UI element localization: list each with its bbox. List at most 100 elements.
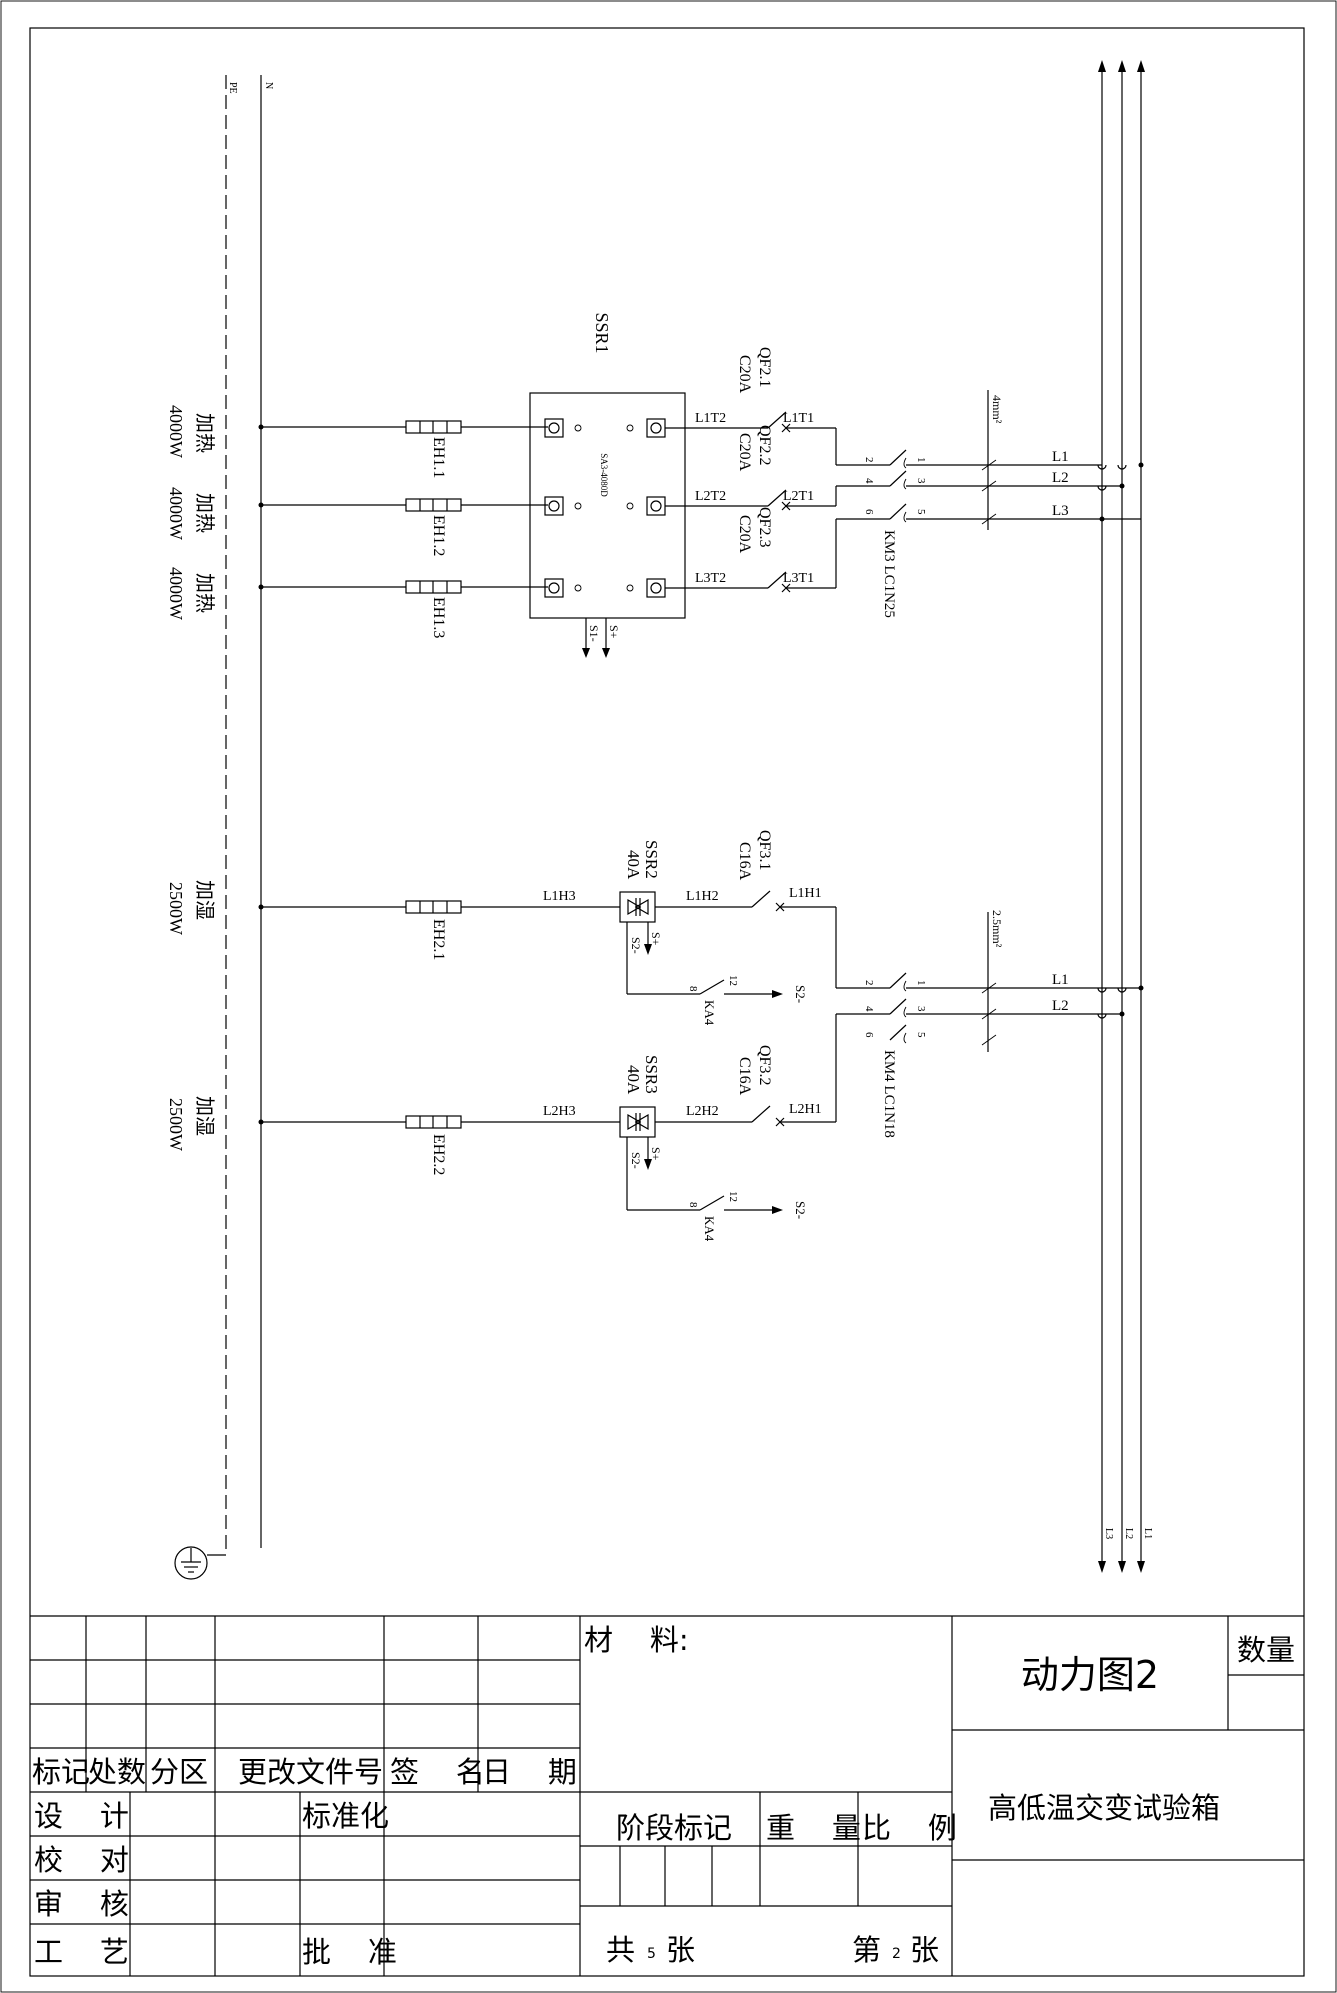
phase-label: L2 [1052, 998, 1069, 1014]
ssr-out-label: L1H2 [686, 889, 719, 904]
product-name: 高低温交变试验箱 [988, 1791, 1220, 1825]
heater-power-2: 4000W [166, 487, 186, 540]
ssr1-terminals [544, 418, 666, 598]
bus-l3-label: L3 [1103, 1528, 1114, 1539]
ssr-triac-icon [619, 891, 656, 1138]
approve-label: 批 准 [302, 1935, 397, 1969]
bus-bars [1098, 60, 1145, 1573]
role-design: 设 计 [34, 1799, 129, 1833]
km3-pin: 5 [915, 509, 927, 515]
km3-pin: 4 [863, 478, 875, 484]
heater-load-3: 加热 [193, 573, 216, 613]
drawing-name: 动力图2 [1021, 1653, 1159, 1697]
humidifier-load-2: 加湿 [193, 1096, 216, 1136]
breaker-rating: C20A [736, 355, 753, 394]
ground-icon [174, 1546, 208, 1580]
relay-pin: 12 [727, 1191, 739, 1202]
ssr-in-label: L1T1 [783, 411, 814, 426]
ssr-out-label: L3T2 [695, 571, 726, 586]
ssr1-minus: S1- [587, 625, 601, 642]
svg-text:共: 共 [606, 1933, 635, 1967]
breaker-label: QF2.2 [756, 425, 773, 465]
humidifier-load-1: 加湿 [193, 880, 216, 920]
line-wire-label: L2H1 [789, 1102, 822, 1117]
heater-power-3: 4000W [166, 567, 186, 620]
rev-header: 日 期 [482, 1755, 577, 1789]
heater-wire-size: 4mm² [990, 395, 1004, 424]
svg-text:张: 张 [666, 1933, 695, 1967]
heater-load-1: 加热 [193, 413, 216, 453]
sheet-number: 第 2 张 [852, 1933, 939, 1967]
line-wire-label: L1H1 [789, 886, 822, 901]
ssr3-label: SSR3 [642, 1055, 661, 1094]
rev-header: 处数 [88, 1755, 146, 1789]
humidifier-element-label: EH2.2 [430, 1134, 447, 1175]
breaker-label: QF3.1 [756, 830, 773, 870]
km4-pin: 6 [863, 1032, 875, 1038]
breaker-rating: C16A [736, 1057, 753, 1096]
km4-pin: 3 [915, 1006, 927, 1012]
heater-element-label: EH1.3 [430, 597, 447, 638]
n-label: N [263, 82, 274, 89]
humidifier-circuit: 2 4 6 1 3 5 KM4 LC1N18 2.5mm² [258, 890, 1144, 1214]
phase-label: L1 [1052, 449, 1069, 465]
ssr-out-label: L1T2 [695, 411, 726, 426]
km4-pin: 5 [915, 1032, 927, 1038]
quantity-label: 数量 [1237, 1633, 1295, 1667]
breaker-label: QF2.3 [756, 507, 773, 547]
signal-label: S2- [793, 985, 808, 1003]
humidifier-power-1: 2500W [166, 882, 186, 935]
phase-label: L1 [1052, 972, 1069, 988]
heater-load-2: 加热 [193, 493, 216, 533]
title-block-grid [30, 1615, 1304, 1976]
breaker-label: QF3.2 [756, 1045, 773, 1085]
ssr-in-label: L3T1 [783, 571, 814, 586]
km3-pin: 1 [915, 457, 927, 463]
contactor-km4-icon [889, 972, 1141, 1044]
ssr1-model: SA3-4080D [599, 453, 609, 497]
humidifier-power-2: 2500W [166, 1098, 186, 1151]
ssr1-plus: S+ [607, 625, 621, 639]
humidifier-element-label: EH2.1 [430, 919, 447, 960]
ssr-out-label: L2H2 [686, 1104, 719, 1119]
phase-label: L2 [1052, 470, 1069, 486]
km4-label: KM4 LC1N18 [881, 1050, 897, 1138]
ssr1-box [529, 392, 686, 619]
stage-mark-label: 阶段标记 [616, 1811, 732, 1845]
breaker-icon [767, 411, 791, 593]
breaker-rating: C16A [736, 842, 753, 881]
ssr-minus-label: S2- [629, 937, 643, 954]
ssr2-rating: 40A [624, 850, 643, 880]
load-wire-label: L1H3 [543, 889, 576, 904]
ssr-plus-label: S+ [649, 1147, 663, 1161]
role-review: 审 核 [34, 1887, 129, 1921]
breaker-rating: C20A [736, 433, 753, 472]
km4-pin: 4 [863, 1006, 875, 1012]
ssr2-label: SSR2 [642, 840, 661, 879]
km4-pin: 2 [863, 980, 875, 986]
standardize-label: 标准化 [302, 1799, 389, 1833]
km3-pin: 3 [915, 478, 927, 484]
pe-label: PE [227, 82, 238, 94]
ssr-out-label: L2T2 [695, 489, 726, 504]
breaker-label: QF2.1 [756, 347, 773, 387]
phase-label: L3 [1052, 503, 1069, 519]
signal-label: S2- [793, 1201, 808, 1219]
km3-pin: 2 [863, 457, 875, 463]
ssr1-label: SSR1 [592, 312, 612, 353]
scale-label: 比 例 [862, 1811, 957, 1845]
ssr-plus-label: S+ [649, 932, 663, 946]
weight-label: 重 量 [766, 1811, 861, 1845]
role-check: 校 对 [34, 1843, 129, 1877]
sheet-count: 共 5 张 [606, 1933, 695, 1967]
heater-circuit: SSR1 SA3-4080D S1- S+ [258, 312, 1144, 658]
relay-label: KA4 [702, 1000, 717, 1026]
humidifier-wire-size: 2.5mm² [990, 910, 1004, 948]
relay-label: KA4 [702, 1216, 717, 1242]
bus-l1-label: L1 [1142, 1528, 1153, 1539]
rev-header: 标记 [32, 1755, 90, 1789]
svg-text:5: 5 [647, 1946, 656, 1962]
bus-l2-label: L2 [1123, 1528, 1134, 1539]
rev-header: 签 名 [390, 1755, 485, 1789]
